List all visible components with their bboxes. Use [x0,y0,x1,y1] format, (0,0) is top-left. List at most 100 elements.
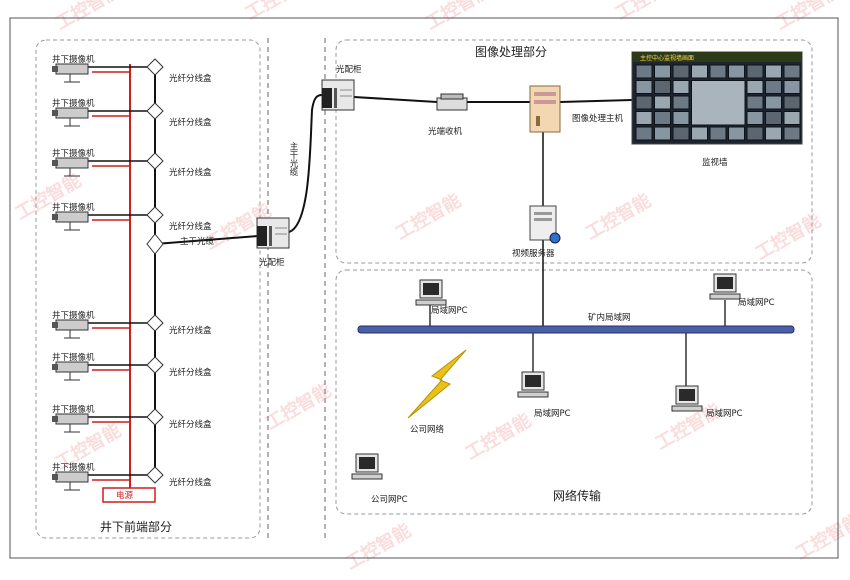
image-host [529,85,561,133]
outer-frame [9,17,839,559]
camera-lens [52,322,58,328]
power-box [102,487,156,503]
wall-tile [783,64,801,79]
wall-tile [635,64,653,79]
wall-tile [672,64,690,79]
pc-label: 局域网PC [534,408,571,419]
wall-tile [728,126,745,141]
wall-tile [654,80,671,94]
optical-receiver-label: 光端收机 [428,126,463,137]
video-wall-header: 主控中心监视墙画面 [640,54,694,62]
fiber-cabinet-upper [321,79,355,111]
splitter-box [146,356,164,374]
camera: 井下摄像机 [52,462,95,491]
wall-tile [728,64,745,79]
fiber-cabinet-lower [256,217,290,249]
network-region [335,269,813,515]
camera-lens [52,110,58,116]
fiber-hub [146,233,164,255]
wall-tile [635,80,653,94]
splitter-label: 光纤分线盒 [169,325,212,336]
splitter-box [146,152,164,170]
camera-lens [52,66,58,72]
watermark-text: 工控智能 [772,0,845,34]
wall-tile [635,111,653,125]
pc-label: 公司网PC [371,495,408,505]
host-to-wall [559,99,633,103]
keyboard [671,405,703,412]
wall-tile [654,111,671,125]
camera-label: 井下摄像机 [52,202,95,213]
camera-lens [52,160,58,166]
camera-body [55,361,89,373]
camera-body [55,157,89,169]
camera-label: 井下摄像机 [52,54,95,65]
splitter-label: 光纤分线盒 [169,167,212,178]
keyboard [517,391,549,398]
video-wall-label: 监视墙 [702,157,728,168]
company-pc: 公司网PC [351,453,408,505]
camera: 井下摄像机 [52,352,95,381]
camera-body [55,319,89,331]
pc-label: 局域网PC [431,305,468,316]
fiber-backbone [88,64,633,476]
optical-receiver [436,93,468,111]
camera-label: 井下摄像机 [52,310,95,321]
pc-label: 局域网PC [738,297,775,308]
camera-label: 井下摄像机 [52,352,95,363]
lan-bus-label: 矿内局域网 [588,312,631,323]
lan-pc-3: 局域网PC [517,371,571,419]
wall-tile [783,80,801,94]
trunk-label-vertical: 主干光缆 [288,141,298,177]
wall-tile [672,111,690,125]
wall-tile [765,126,782,141]
screen [679,389,695,401]
fiber-trunk-vertical [288,94,323,233]
wall-tile [746,95,764,110]
wall-tile [765,95,782,110]
lan-pc-2: 局域网PC [709,273,775,308]
watermark-text: 工控智能 [422,0,495,34]
wall-tile [672,80,690,94]
camera: 井下摄像机 [52,404,95,433]
watermark-text: 工控智能 [342,519,415,574]
wall-tile [783,126,801,141]
trunk-label-left: 主干光缆 [180,236,215,247]
lan-pc-4: 局域网PC [671,385,743,419]
pc-label: 局域网PC [706,408,743,419]
fiber-cabinet-lower-label: 光配柜 [259,257,285,268]
splitter-box [146,466,164,484]
keyboard [351,473,383,480]
wall-tile [691,64,708,79]
wall-tile [746,80,764,94]
watermark-text: 工控智能 [792,509,850,564]
pc-group: 局域网PC 局域网PC 局域网PC 局域网PC 公司网PC [351,273,775,505]
splitter-label: 光纤分线盒 [169,367,212,378]
wall-tile [635,95,653,110]
wall-tile [635,126,653,141]
wall-tile [783,95,801,110]
image-processing-region [335,39,813,264]
watermark-text: 工控智能 [752,209,825,264]
keyboard [415,299,447,306]
camera-label: 井下摄像机 [52,148,95,159]
camera-body [55,107,89,119]
camera-body [55,413,89,425]
splitter-box [146,58,164,76]
wall-tile [709,126,727,141]
camera-label: 井下摄像机 [52,404,95,415]
camera-lens [52,416,58,422]
fiber-cabinet-upper-label: 光配柜 [336,64,362,75]
camera-lens [52,364,58,370]
wall-tile [765,80,782,94]
screen [525,375,541,387]
splitter-label: 光纤分线盒 [169,419,212,430]
video-server-label: 视频服务器 [512,248,555,259]
fiber-to-receiver [353,96,438,103]
camera: 井下摄像机 [52,310,95,339]
watermark-text: 工控智能 [612,0,685,24]
camera-lens [52,474,58,480]
wall-tile [672,126,690,141]
power-box-label: 电源 [116,490,134,501]
